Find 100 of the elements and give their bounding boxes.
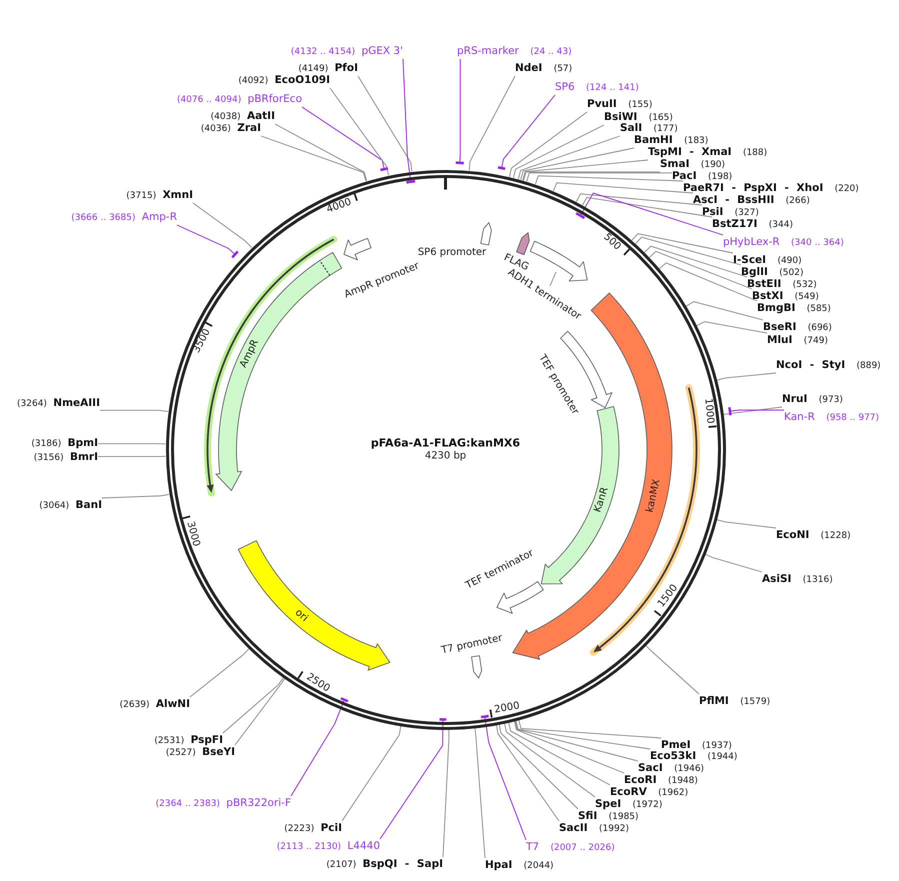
leader-line: [468, 76, 516, 171]
leader-line: [644, 246, 748, 278]
site-label: (3715) XmnI: [126, 188, 193, 203]
site-label: BamHI (183): [634, 133, 708, 148]
leader-line: [513, 124, 604, 178]
plasmid-name: pFA6a-A1-FLAG:kanMX6: [370, 436, 520, 450]
leader-line: [380, 719, 444, 840]
primer-label: (4076 .. 4094) pBRforEco: [176, 92, 302, 107]
feature-label: kanMX: [644, 478, 664, 514]
leader-line: [730, 410, 784, 412]
leader-line: [631, 233, 734, 254]
leader-line: [704, 554, 762, 572]
site-label: PaeR7I - PspXI - XhoI (220): [683, 181, 859, 196]
site-label: NruI (973): [782, 392, 843, 407]
leader-line: [98, 443, 166, 444]
leader-line: [514, 720, 624, 774]
leader-line: [658, 262, 758, 302]
site-label: SalI (177): [620, 121, 678, 136]
tick-label: 4000: [325, 196, 353, 216]
site-label: AsiSI (1316): [762, 572, 833, 587]
leader-line: [576, 193, 702, 206]
site-label: (3156) BmrI: [34, 450, 98, 465]
site-label: (2107) BspQI - SapI: [326, 857, 443, 872]
site-label: PsiI (327): [702, 205, 759, 220]
leader-line: [520, 148, 634, 180]
site-label: Eco53kI (1944): [650, 749, 738, 764]
leader-line: [515, 720, 650, 750]
tick-label: 500: [601, 231, 622, 252]
feature-label: KanR: [592, 486, 612, 515]
site-label: NcoI - StyI (889): [776, 358, 881, 373]
leader-line: [686, 301, 764, 320]
site-label: SacII (1992): [559, 821, 629, 836]
site-label: MluI (749): [767, 333, 828, 348]
leader-line: [645, 644, 700, 694]
leader-line: [459, 58, 461, 164]
leader-line: [504, 722, 596, 798]
primer-label: Kan-R (958 .. 977): [784, 410, 880, 425]
primer-label: (4132 .. 4154) pGEX 3': [290, 44, 403, 59]
feature-label: T7 promoter: [440, 632, 504, 658]
leader-line: [518, 719, 662, 738]
leader-line: [260, 136, 366, 182]
leader-line: [514, 720, 638, 762]
leader-line: [522, 160, 648, 181]
site-label: (4036) ZraI: [200, 121, 261, 136]
tick-label: 2000: [494, 700, 521, 716]
primer-label: pRS-marker (24 .. 43): [457, 44, 572, 59]
site-label: (4038) AatII: [210, 109, 275, 124]
leader-line: [501, 94, 556, 168]
leader-line: [98, 456, 166, 458]
site-label: I-SceI (490): [733, 253, 802, 268]
leader-line: [518, 136, 620, 180]
site-label: BmgBI (585): [757, 301, 831, 316]
leader-line: [484, 716, 526, 840]
site-label: PacI (198): [672, 169, 732, 184]
leader-line: [442, 729, 450, 858]
site-label: (4092) EcoO109I: [238, 73, 330, 88]
leader-line: [716, 372, 776, 381]
site-label: PvuII (155): [587, 97, 652, 112]
leader-line: [222, 677, 284, 734]
site-label: BstZ17I (344): [712, 217, 793, 232]
site-label: PflMI (1579): [699, 694, 770, 709]
primer-label: pHybLex-R (340 .. 364): [723, 235, 844, 250]
leader-line: [342, 725, 402, 822]
primer-label: SP6 (124 .. 141): [555, 80, 639, 95]
site-label: (2527) BseYI: [166, 745, 235, 760]
leader-line: [302, 106, 385, 170]
tick-label: 3000: [184, 520, 202, 548]
site-label: (3186) BpmI: [31, 436, 98, 451]
primer-label: (2113 .. 2130) L4440: [276, 839, 380, 854]
site-label: (4149) PfoI: [298, 61, 358, 76]
site-label: (2531) PspFI: [154, 733, 223, 748]
site-label: BstXI (549): [752, 289, 819, 304]
leader-line: [508, 722, 610, 786]
leader-line: [648, 250, 752, 290]
leader-line: [330, 88, 389, 176]
site-label: EcoRV (1962): [610, 785, 688, 800]
site-label: SmaI (190): [660, 157, 726, 172]
leader-line: [580, 192, 724, 236]
leader-line: [523, 171, 660, 182]
primer-label: (3666 .. 3685) Amp-R: [71, 210, 177, 225]
leader-line: [716, 519, 776, 528]
leader-line: [234, 678, 286, 746]
site-label: SacI (1946): [638, 761, 704, 776]
leader-line: [722, 406, 782, 415]
site-label: EcoRI (1948): [624, 773, 698, 788]
leader-line: [290, 699, 345, 796]
tick-label: 3500: [191, 328, 214, 356]
leader-line: [498, 724, 578, 810]
site-label: EcoNI (1228): [776, 528, 851, 543]
leader-line: [176, 224, 236, 255]
leader-line: [582, 196, 712, 218]
feature-label: SP6 promoter: [418, 247, 486, 259]
leader-line: [274, 124, 368, 182]
site-label: SpeI (1972): [595, 797, 662, 812]
site-label: SfiI (1985): [578, 809, 639, 824]
site-label: BglII (502): [741, 265, 804, 280]
leader-line: [552, 182, 694, 194]
site-label: (3264) NmeAIII: [17, 396, 100, 411]
site-label: (2223) PciI: [284, 821, 342, 836]
site-label: TspMI - XmaI (188): [648, 145, 768, 160]
